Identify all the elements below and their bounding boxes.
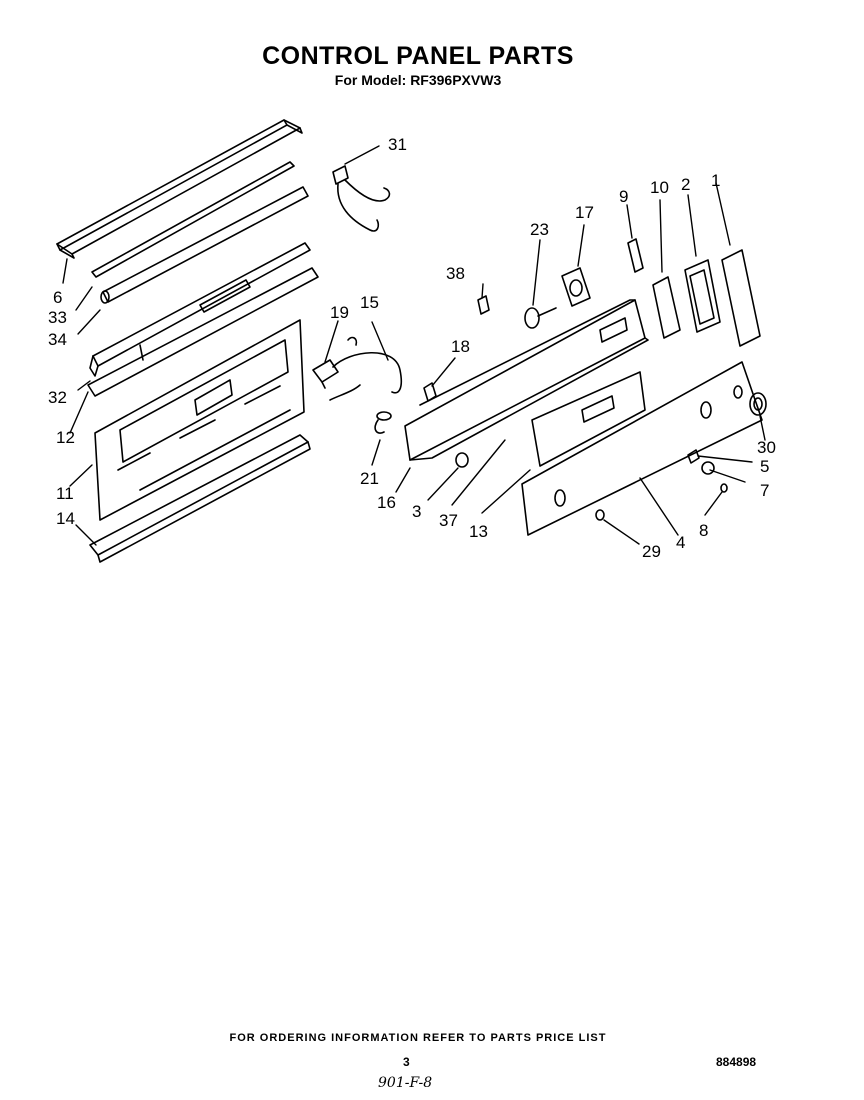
callout-4: 4 <box>676 533 685 552</box>
callout-5: 5 <box>760 457 769 476</box>
part-11-back-panel <box>94 319 305 521</box>
callout-7: 7 <box>760 481 769 500</box>
page-number: 3 <box>403 1055 410 1069</box>
callout-38: 38 <box>446 264 465 283</box>
part-34-tube <box>100 186 309 304</box>
part-14-bottom-trim <box>89 434 311 563</box>
part-13-circuit-board <box>531 371 646 467</box>
callout-23: 23 <box>530 220 549 239</box>
part-30-knob <box>749 392 767 416</box>
ordering-note: FOR ORDERING INFORMATION REFER TO PARTS … <box>229 1032 607 1044</box>
part-15-wire-lead <box>329 336 403 401</box>
callout-13: 13 <box>469 522 488 541</box>
part-23-shaft <box>524 307 557 329</box>
callout-6: 6 <box>53 288 62 307</box>
callout-10: 10 <box>650 178 669 197</box>
part-19-switch <box>312 359 339 389</box>
callout-31: 31 <box>388 135 407 154</box>
callout-29: 29 <box>642 542 661 561</box>
part-4-front-panel <box>521 361 763 536</box>
part-1-end-cap <box>721 249 761 347</box>
callout-9: 9 <box>619 187 628 206</box>
small-hardware <box>455 449 728 521</box>
part-16-housing <box>404 299 649 461</box>
callout-11: 11 <box>56 484 74 503</box>
part-21-sensor <box>374 411 392 434</box>
callout-16: 16 <box>377 493 396 512</box>
page-title: CONTROL PANEL PARTS <box>262 42 574 70</box>
callout-30: 30 <box>757 438 776 457</box>
handwritten-note: 901-F-8 <box>378 1075 433 1091</box>
part-38-clip <box>477 295 490 315</box>
part-17-motor <box>561 267 591 307</box>
callout-21: 21 <box>360 469 379 488</box>
part-6-top-trim <box>56 119 303 259</box>
part-18-bracket <box>423 382 437 402</box>
callout-17: 17 <box>575 203 594 222</box>
part-33-strip <box>91 161 295 278</box>
leader-lines <box>62 145 766 546</box>
callout-34: 34 <box>48 330 67 349</box>
callout-3: 3 <box>412 502 421 521</box>
callout-8: 8 <box>699 521 708 540</box>
callout-33: 33 <box>48 308 67 327</box>
part-32-channel <box>89 242 311 377</box>
part-10-bracket <box>652 276 681 339</box>
callout-12: 12 <box>56 428 75 447</box>
callout-18: 18 <box>451 337 470 356</box>
callout-14: 14 <box>56 509 75 528</box>
callout-19: 19 <box>330 303 349 322</box>
callout-37: 37 <box>439 511 458 530</box>
callout-32: 32 <box>48 388 67 407</box>
model-subtitle: For Model: RF396PXVW3 <box>334 72 502 88</box>
part-2-bracket <box>684 259 721 333</box>
callout-15: 15 <box>360 293 379 312</box>
document-number: 884898 <box>716 1055 757 1069</box>
callout-1: 1 <box>711 171 720 190</box>
part-31-wire-harness <box>332 165 391 232</box>
part-12-bracket <box>87 267 319 397</box>
part-9-lens <box>627 238 644 273</box>
callout-2: 2 <box>681 175 690 194</box>
